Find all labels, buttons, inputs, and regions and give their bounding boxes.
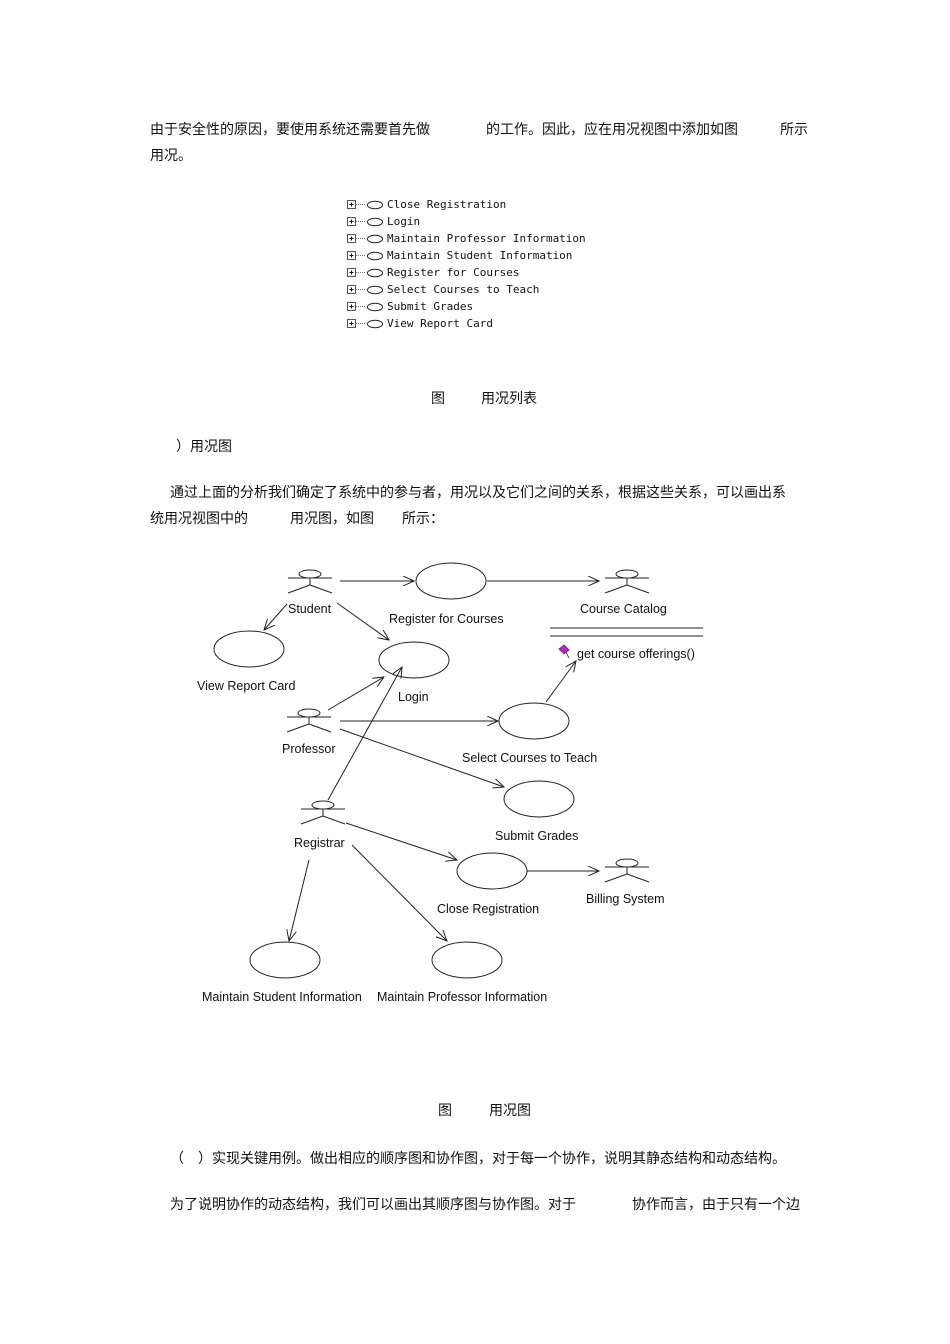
expand-icon[interactable] xyxy=(346,250,366,262)
usecase-maintain-student-information xyxy=(249,941,321,979)
assoc-select-catalog xyxy=(545,661,576,703)
usecase-select-courses-to-teach xyxy=(498,702,570,740)
paragraph-2-line-1: 通过上面的分析我们确定了系统中的参与者，用况以及它们之间的关系，根据这些关系，可… xyxy=(170,485,786,501)
use-case-list-item[interactable]: Submit Grades xyxy=(346,298,606,315)
expand-icon[interactable] xyxy=(346,267,366,279)
assoc-student-view-report xyxy=(264,603,288,630)
figure-2-caption: 用况图 xyxy=(489,1103,531,1119)
assoc-registrar-close xyxy=(345,822,457,860)
class-course-catalog-label: Course Catalog xyxy=(580,602,667,616)
associations xyxy=(264,581,599,941)
use-case-list-label: Maintain Professor Information xyxy=(387,232,586,245)
usecase-close-registration-label: Close Registration xyxy=(437,902,539,916)
use-case-icon xyxy=(367,251,383,260)
usecase-register-label: Register for Courses xyxy=(389,612,504,626)
actor-billing-system xyxy=(604,858,650,883)
paragraph-4: 为了说明协作的动态结构，我们可以画出其顺序图与协作图。对于 协作而言，由于只有一… xyxy=(170,1197,800,1213)
use-case-list-item[interactable]: Login xyxy=(346,213,606,230)
usecase-login-label: Login xyxy=(398,690,429,704)
usecase-maintain-professor-information xyxy=(431,941,503,979)
use-case-list-item[interactable]: View Report Card xyxy=(346,315,606,332)
class-operation-label: get course offerings() xyxy=(577,647,695,661)
use-case-list-label: Register for Courses xyxy=(387,266,520,279)
figure-2-label: 图 xyxy=(438,1103,452,1119)
use-case-list-label: Maintain Student Information xyxy=(387,249,573,262)
usecase-close-registration xyxy=(456,852,528,890)
section-heading: ）用况图 xyxy=(176,439,232,455)
paragraph-2-line-2: 统用况视图中的 用况图，如图 所示： xyxy=(150,511,444,527)
assoc-student-login xyxy=(336,602,389,640)
usecase-submit-grades-label: Submit Grades xyxy=(495,829,578,843)
expand-icon[interactable] xyxy=(346,199,366,211)
use-case-icon xyxy=(367,234,383,243)
use-case-icon xyxy=(367,217,383,226)
usecase-select-courses-label: Select Courses to Teach xyxy=(462,751,597,765)
actor-professor xyxy=(286,708,332,733)
usecase-register-for-courses xyxy=(415,562,487,600)
use-case-list-item[interactable]: Maintain Professor Information xyxy=(346,230,606,247)
actor-registrar-label: Registrar xyxy=(294,836,345,850)
use-case-list-item[interactable]: Close Registration xyxy=(346,196,606,213)
paragraph-1-line-1: 由于安全性的原因，要使用系统还需要首先做 的工作。因此，应在用况视图中添加如图 … xyxy=(150,122,808,138)
expand-icon[interactable] xyxy=(346,216,366,228)
use-case-list-item[interactable]: Register for Courses xyxy=(346,264,606,281)
paragraph-1-line-2: 用况。 xyxy=(150,148,192,164)
actor-student xyxy=(287,569,333,594)
expand-icon[interactable] xyxy=(346,284,366,296)
use-case-list-item[interactable]: Maintain Student Information xyxy=(346,247,606,264)
use-case-list-label: Submit Grades xyxy=(387,300,474,313)
expand-icon[interactable] xyxy=(346,318,366,330)
use-case-icon xyxy=(367,302,383,311)
usecase-maintain-professor-label: Maintain Professor Information xyxy=(377,990,547,1004)
use-case-list-label: View Report Card xyxy=(387,317,493,330)
expand-icon[interactable] xyxy=(346,301,366,313)
actor-billing-label: Billing System xyxy=(586,892,665,906)
use-case-list-item[interactable]: Select Courses to Teach xyxy=(346,281,606,298)
assoc-registrar-maintain-professor xyxy=(351,844,447,941)
assoc-professor-submit xyxy=(339,728,504,787)
paragraph-3: （ ）实现关键用例。做出相应的顺序图和协作图，对于每一个协作，说明其静态结构和动… xyxy=(170,1151,786,1167)
figure-1-label: 图 xyxy=(431,391,445,407)
figure-1-caption: 用况列表 xyxy=(481,391,537,407)
assoc-registrar-login xyxy=(327,667,402,801)
use-case-list-label: Close Registration xyxy=(387,198,507,211)
use-case-list-label: Select Courses to Teach xyxy=(387,283,540,296)
operation-icon xyxy=(558,644,570,659)
actor-professor-label: Professor xyxy=(282,742,336,756)
usecase-view-report-card xyxy=(213,630,285,668)
actor-registrar xyxy=(300,800,346,825)
use-case-icon xyxy=(367,268,383,277)
use-case-list-label: Login xyxy=(387,215,421,228)
expand-icon[interactable] xyxy=(346,233,366,245)
use-case-icon xyxy=(367,200,383,209)
assoc-professor-login xyxy=(327,677,384,711)
actor-course-catalog xyxy=(604,569,650,594)
usecase-view-report-label: View Report Card xyxy=(197,679,295,693)
usecase-submit-grades xyxy=(503,780,575,818)
usecase-maintain-student-label: Maintain Student Information xyxy=(202,990,362,1004)
actor-student-label: Student xyxy=(288,602,332,616)
assoc-registrar-maintain-student xyxy=(289,859,310,941)
usecase-login xyxy=(378,641,450,679)
use-case-icon xyxy=(367,285,383,294)
use-case-icon xyxy=(367,319,383,328)
